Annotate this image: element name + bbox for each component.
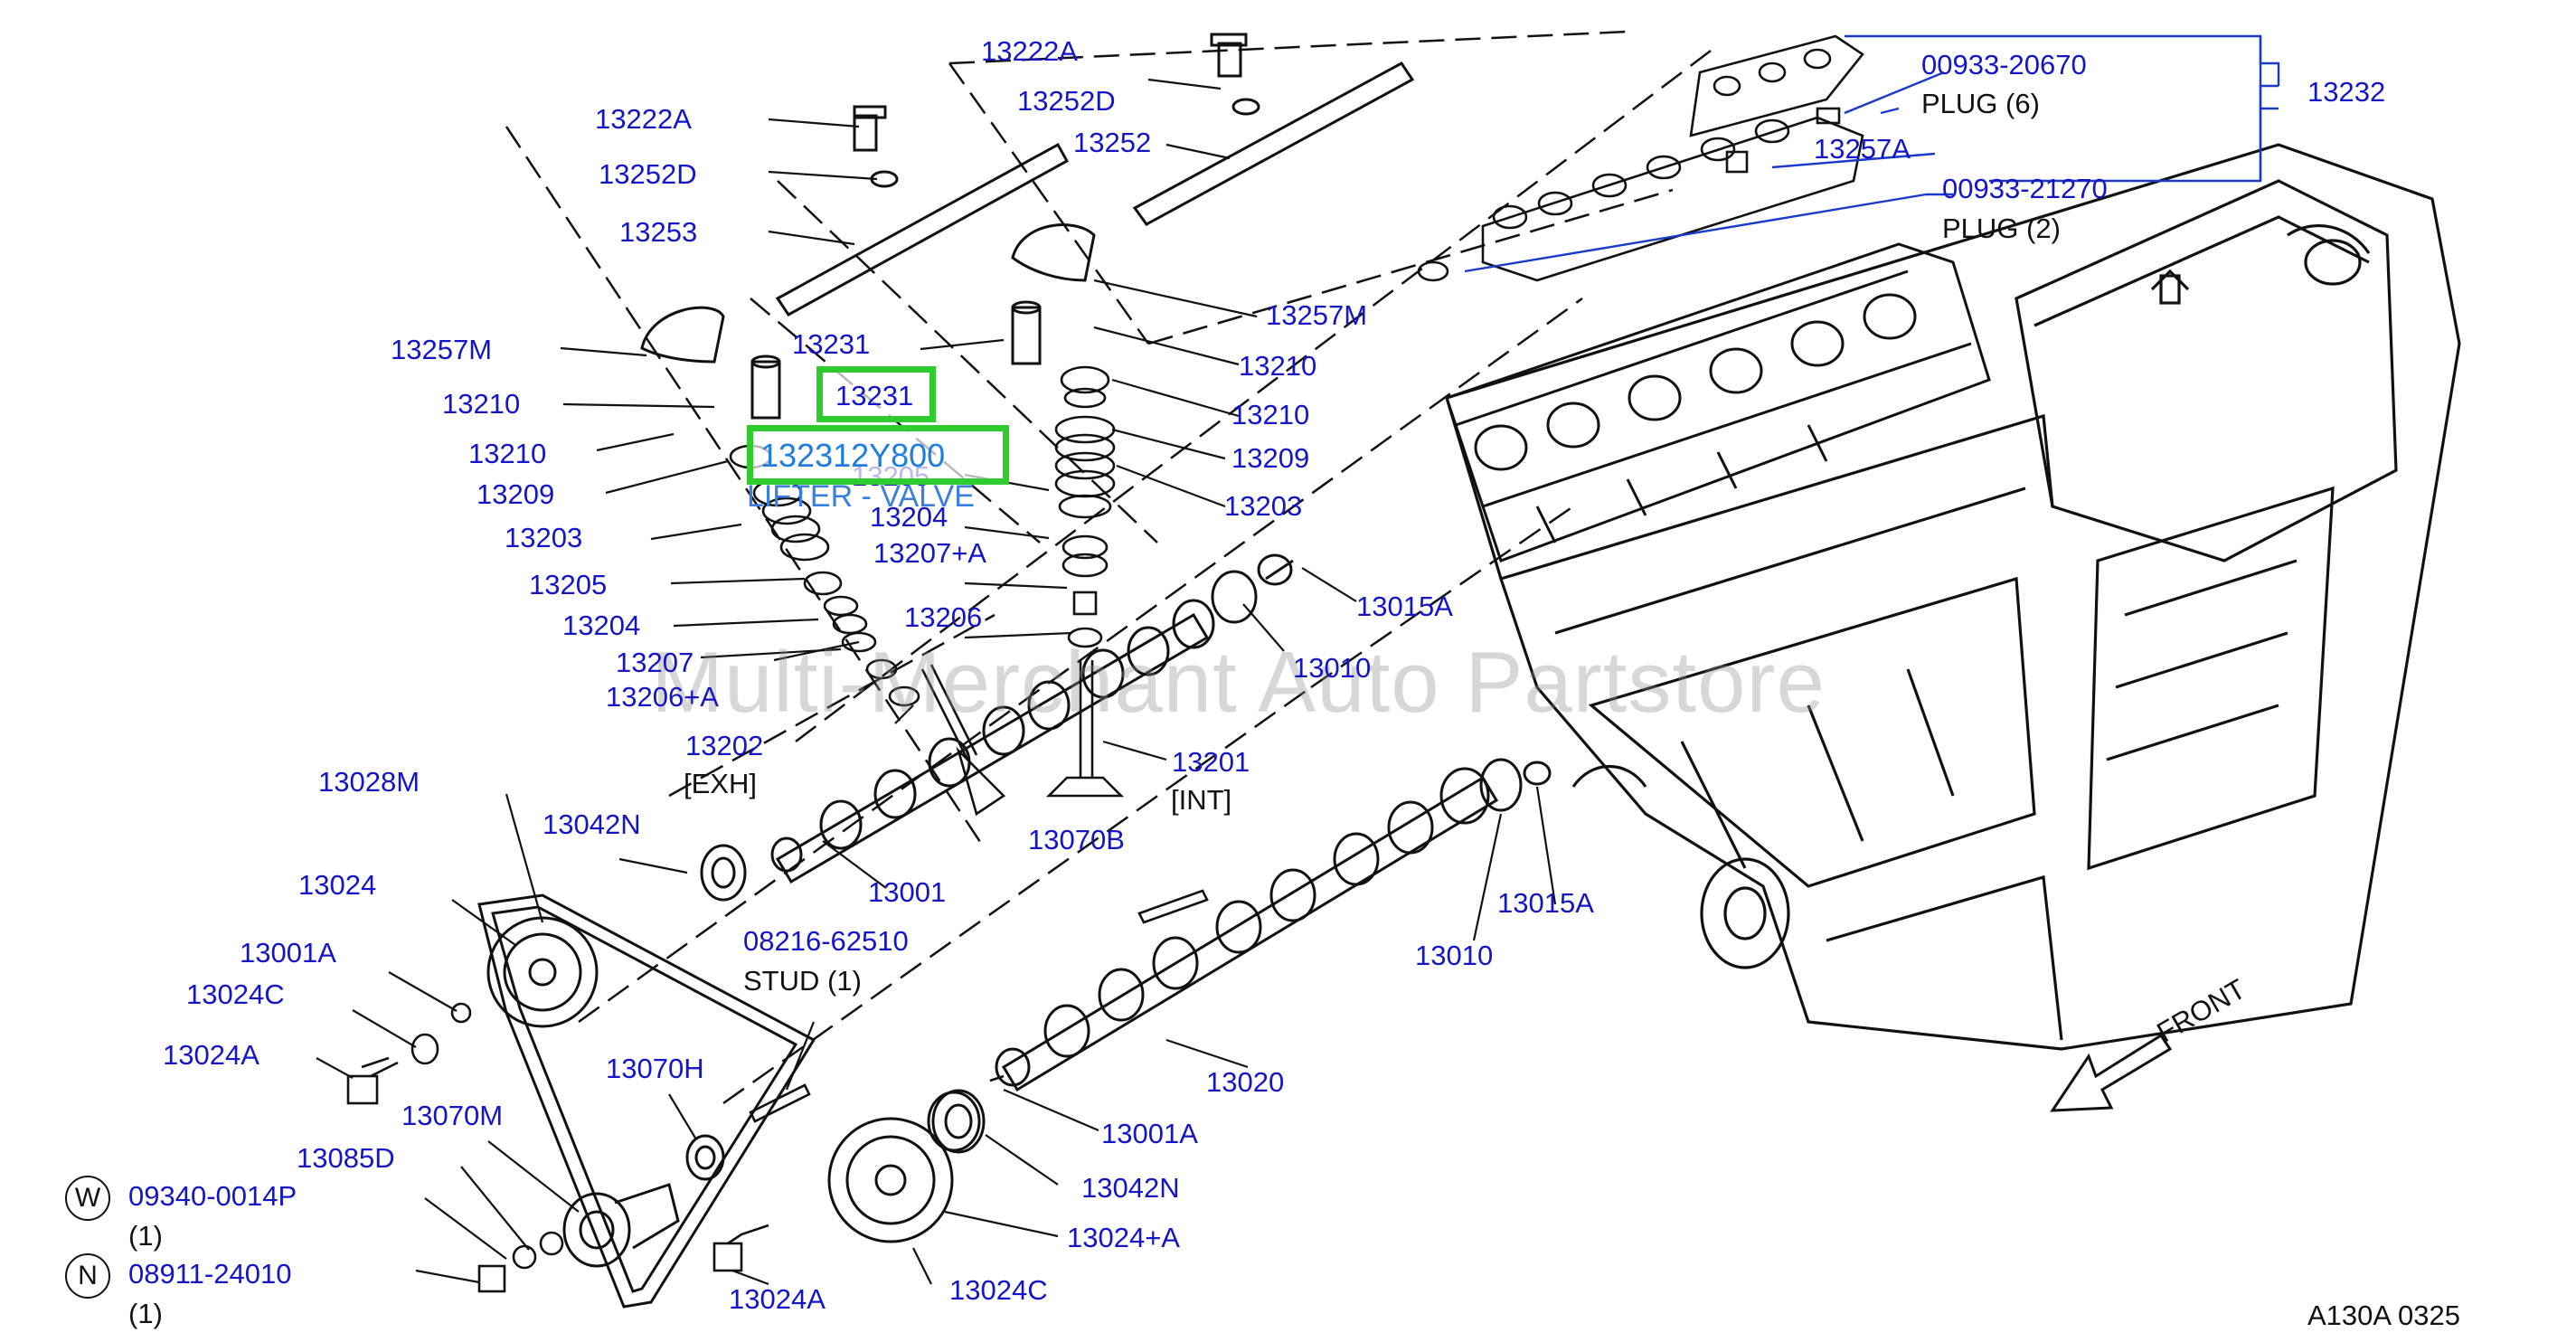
callout-13252d-top[interactable]: 13252D [1017, 85, 1116, 117]
callout-13206[interactable]: 13206 [904, 601, 983, 633]
callout-13020[interactable]: 13020 [1206, 1066, 1285, 1098]
callout-13222a-top[interactable]: 13222A [981, 35, 1078, 67]
valve-spring-left [729, 444, 1006, 817]
callout-00933-21270[interactable]: 00933-21270 [1942, 173, 2108, 204]
qty-n: (1) [128, 1298, 163, 1329]
callout-13001[interactable]: 13001 [868, 876, 947, 908]
timing-belt [477, 893, 981, 1309]
note-int: [INT] [1171, 784, 1232, 816]
callout-13010-top[interactable]: 13010 [1293, 652, 1372, 684]
note-plug-2: PLUG (2) [1942, 213, 2061, 244]
callout-13205-left[interactable]: 13205 [529, 569, 608, 600]
selected-part-description: LIFTER - VALVE [747, 479, 975, 514]
callout-13204-mid[interactable]: 13204 [870, 501, 948, 533]
callout-13024a-left[interactable]: 13024A [163, 1039, 259, 1071]
callout-13024c-bottom[interactable]: 13024C [949, 1274, 1048, 1306]
callout-13257a[interactable]: 13257A [1814, 133, 1911, 165]
note-stud: STUD (1) [743, 965, 862, 997]
callout-13201[interactable]: 13201 [1172, 746, 1250, 778]
selected-part-number: 132312Y800 [760, 437, 946, 474]
callout-08216-62510[interactable]: 08216-62510 [743, 925, 909, 957]
camshaft-lower [931, 758, 1552, 1154]
callout-13024c-left[interactable]: 13024C [186, 978, 285, 1010]
callout-13070h[interactable]: 13070H [606, 1053, 704, 1084]
callout-13257m-right[interactable]: 13257M [1266, 299, 1368, 331]
callout-13028m[interactable]: 13028M [318, 766, 420, 798]
callout-13085d[interactable]: 13085D [297, 1142, 395, 1174]
studs [749, 889, 1209, 1123]
callout-13042n-top[interactable]: 13042N [543, 808, 641, 840]
symbol-n: N [65, 1253, 110, 1299]
engine-block [1445, 143, 2461, 1051]
note-plug-6: PLUG (6) [1921, 88, 2040, 119]
callout-13015a-top[interactable]: 13015A [1356, 591, 1453, 622]
callout-13203-right[interactable]: 13203 [1224, 490, 1303, 522]
callout-13209-left[interactable]: 13209 [477, 478, 555, 510]
callout-13202[interactable]: 13202 [685, 730, 764, 761]
callout-13210-b[interactable]: 13210 [468, 438, 547, 469]
callout-13070m[interactable]: 13070M [401, 1100, 504, 1131]
callout-13001a-bottom[interactable]: 13001A [1101, 1118, 1198, 1149]
callout-13204-left[interactable]: 13204 [562, 610, 641, 641]
callout-13210-c[interactable]: 13210 [1239, 350, 1317, 382]
callout-13206a[interactable]: 13206+A [606, 681, 719, 713]
callout-13010-bottom[interactable]: 13010 [1415, 940, 1494, 971]
diagram-code: A130A 0325 [2307, 1299, 2460, 1331]
callout-13207a[interactable]: 13207+A [873, 537, 986, 569]
rocker-shafts [640, 33, 1415, 420]
intake-assembly [1417, 34, 1864, 282]
callout-00933-20670[interactable]: 00933-20670 [1921, 49, 2087, 80]
cylinder-head [1445, 242, 1991, 562]
callout-13024-a-bottom[interactable]: 13024+A [1067, 1222, 1180, 1253]
callout-13210-a[interactable]: 13210 [442, 388, 521, 420]
callout-13209-right[interactable]: 13209 [1231, 442, 1310, 474]
symbol-w: W [65, 1176, 110, 1221]
callout-13024[interactable]: 13024 [298, 869, 377, 901]
callout-13203-left[interactable]: 13203 [505, 522, 583, 553]
callout-09340-0014p[interactable]: 09340-0014P [128, 1180, 297, 1212]
highlight-selected-part[interactable]: 132312Y800 [747, 425, 1009, 485]
highlight-part-number-text: 13231 [835, 380, 914, 411]
callout-08911-24010[interactable]: 08911-24010 [128, 1258, 292, 1290]
callout-13207[interactable]: 13207 [616, 647, 694, 678]
callout-13252d-left[interactable]: 13252D [599, 158, 697, 190]
callout-13252[interactable]: 13252 [1073, 127, 1152, 158]
highlight-part-number[interactable]: 13231 [816, 366, 936, 422]
callout-13070b[interactable]: 13070B [1028, 824, 1125, 855]
hardware [346, 1002, 769, 1293]
watermark: Multi-Merchant Auto Partstore [651, 634, 1826, 731]
callout-13222a-left[interactable]: 13222A [595, 103, 692, 135]
callout-13231-plain[interactable]: 13231 [792, 328, 871, 360]
callout-13210-d[interactable]: 13210 [1231, 399, 1310, 430]
note-exh: [EXH] [684, 768, 757, 799]
callout-13024a-bottom[interactable]: 13024A [729, 1283, 826, 1315]
callout-13015a-bottom[interactable]: 13015A [1497, 887, 1594, 919]
callout-13257m-left[interactable]: 13257M [391, 334, 493, 365]
callout-13001a-left[interactable]: 13001A [240, 937, 336, 969]
camshaft-upper [700, 553, 1294, 902]
callout-13042n-bottom[interactable]: 13042N [1081, 1172, 1180, 1204]
front-arrow [2050, 1033, 2173, 1112]
callout-13232[interactable]: 13232 [2307, 76, 2386, 108]
callout-13253[interactable]: 13253 [619, 216, 698, 248]
bracket-13232 [1464, 34, 2280, 273]
qty-w: (1) [128, 1220, 163, 1252]
